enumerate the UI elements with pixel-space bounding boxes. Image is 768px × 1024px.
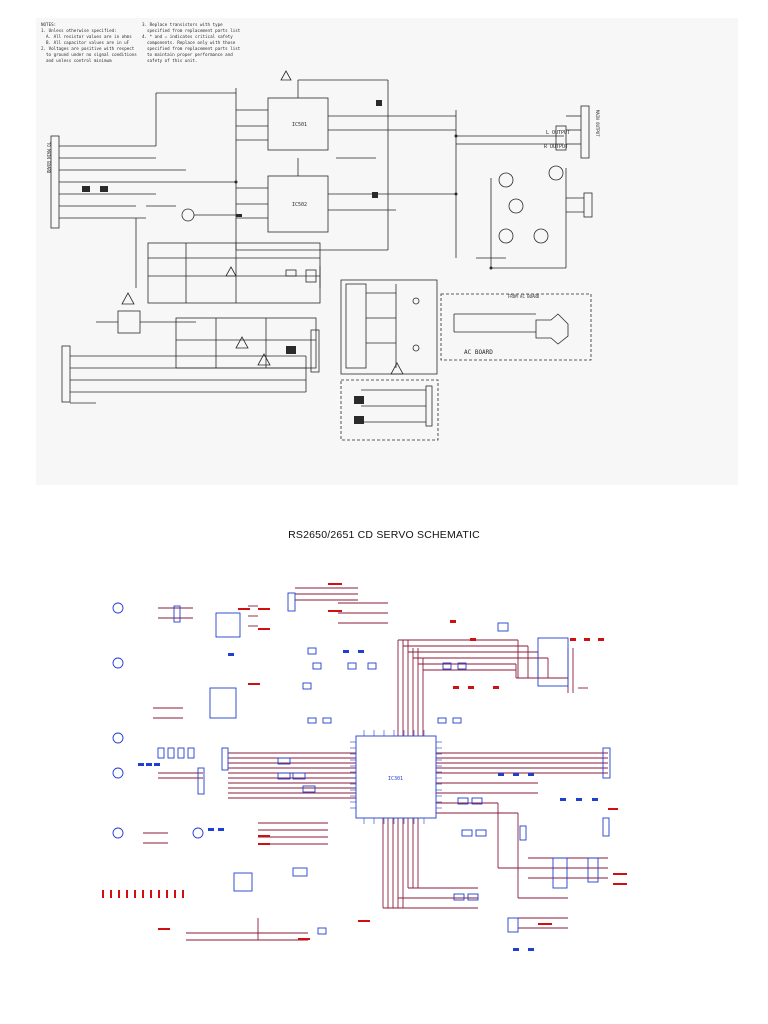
note-line: to ground under no signal conditions [46,52,137,57]
ac-board-label: AC BOARD [464,349,493,356]
note-heading: NOTES: [41,22,56,27]
main-output-label: MAIN OUTPUT [595,110,600,137]
power-amp-schematic-drawing: NOTES: 1. Unless otherwise specified: A.… [41,22,600,441]
note-line: specified from replacement parts list [147,46,241,51]
page-title: RS2650/2651 CD SERVO SCHEMATIC [288,529,480,541]
main-ic-label: IC301 [388,776,403,782]
note-line: A. All resistor values are in ohms [46,34,132,39]
note-line: 3. Replace transistors with type [142,22,223,27]
note-line: 2. Voltages are positive with respect [41,46,135,51]
note-line: specified from replacement parts list [147,28,241,33]
note-line: and unless control minimum [46,58,112,63]
ic502-label: IC502 [292,202,307,208]
ic501-label: IC501 [292,122,307,128]
from-ac-board-label: FROM AC BOARD [508,294,540,299]
cd-servo-schematic: IC301 [98,568,650,954]
note-line: 1. Unless otherwise specified: [41,28,117,33]
main-ic-body [355,735,437,819]
power-amp-schematic: NOTES: 1. Unless otherwise specified: A.… [36,18,738,485]
l-output-label: L OUTPUT [546,130,570,136]
r-output-label: R OUTPUT [544,144,568,150]
note-line: 4. * and ⚠ indicates critical safety [142,34,233,39]
note-line: safety of this unit. [147,58,197,63]
note-line: B. All capacitor values are in uF [46,40,130,45]
cd-servo-schematic-drawing: IC301 [102,583,627,951]
note-line: components. Replace only with those [147,40,236,45]
note-line: to maintain proper performance and [147,52,233,57]
to-main-board-label: TO MAIN BOARD [46,142,51,174]
